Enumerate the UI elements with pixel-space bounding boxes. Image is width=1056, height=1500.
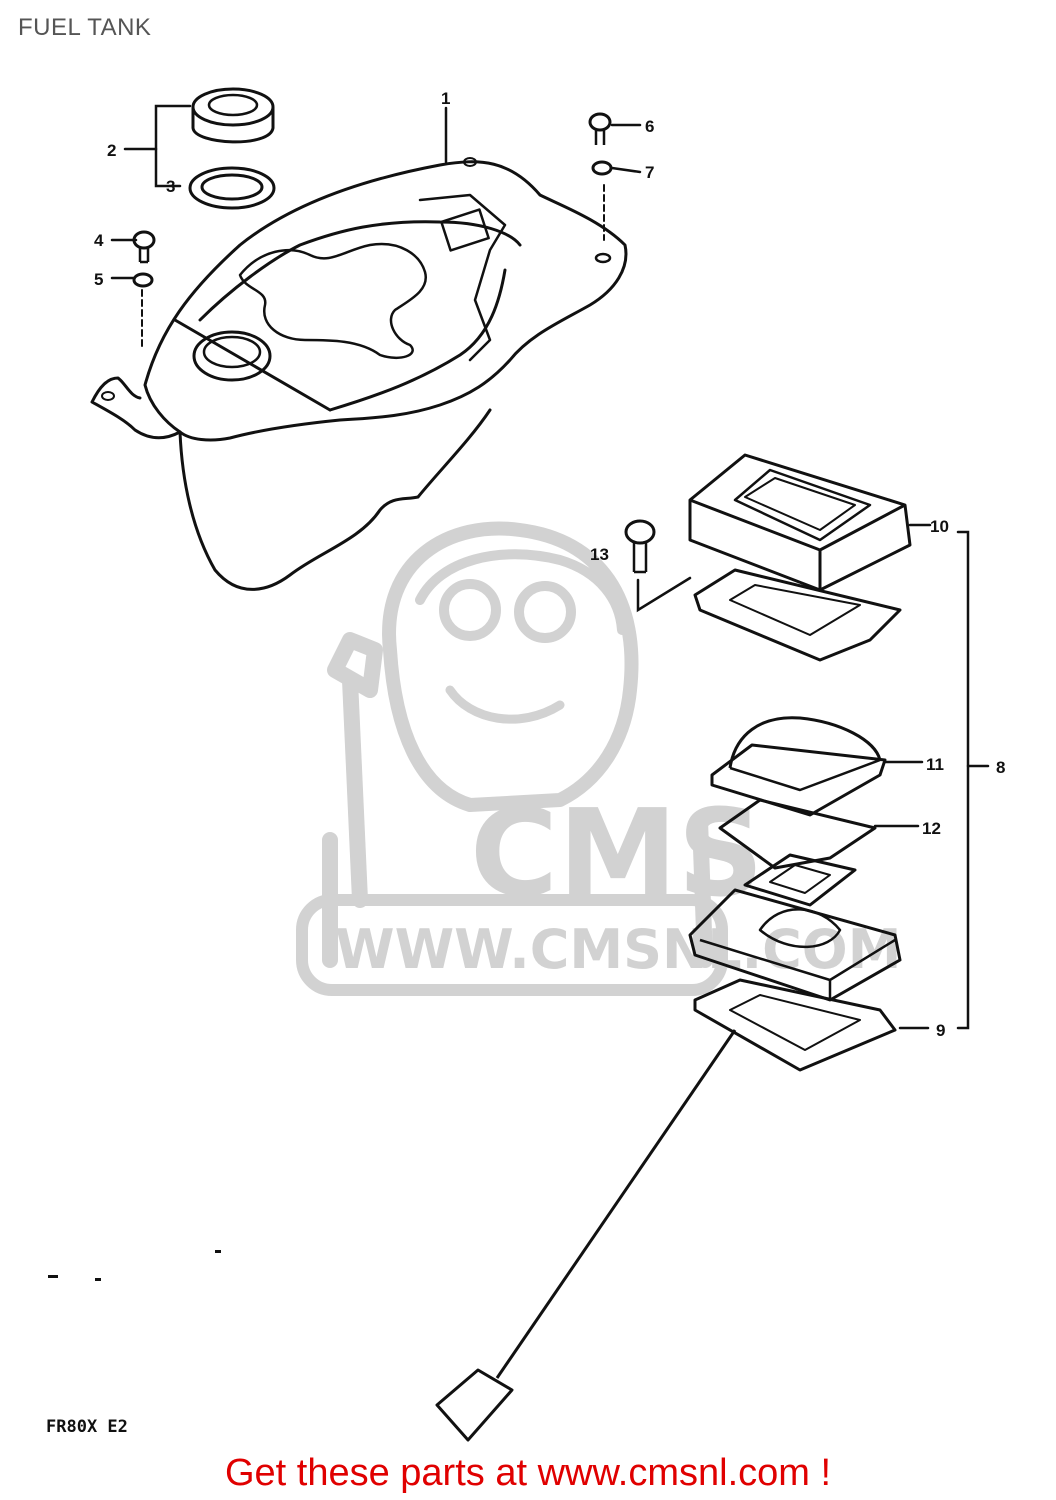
model-code: FR80X E2 <box>46 1417 128 1437</box>
sender-float-housing-11 <box>710 716 887 817</box>
watermark-face <box>445 685 565 724</box>
sender-cover-10 <box>688 453 912 592</box>
watermark: CMS WWW.CMSNL.COM <box>296 521 901 996</box>
fuel-tank <box>90 157 628 591</box>
fuel-tank-lower-body <box>178 408 492 591</box>
watermark-wrench <box>327 632 383 908</box>
cap-gasket-outer <box>188 166 276 210</box>
washer-5 <box>132 272 154 288</box>
fuel-tank-inner-contour <box>173 220 522 412</box>
part-label-12: 12 <box>922 819 941 838</box>
part-label-10: 10 <box>930 517 949 536</box>
bracket-8 <box>956 530 970 1030</box>
washer-7 <box>591 160 613 176</box>
fuel-tank-mount-hole-top <box>463 157 477 167</box>
leader-7 <box>610 166 642 174</box>
float <box>435 1368 514 1442</box>
sender-gasket-12 <box>718 798 877 870</box>
part-label-1: 1 <box>441 89 450 108</box>
fuel-tank-flange <box>90 376 182 440</box>
page-title: FUEL TANK <box>18 14 152 41</box>
fuel-tank-filler-neck <box>192 330 272 382</box>
bolt-6 <box>588 112 612 145</box>
fuel-tank-mount-hole <box>594 252 612 264</box>
sender-base <box>688 888 902 1002</box>
fuel-cap <box>191 87 275 144</box>
fuel-tank-mount-hole-rear <box>101 391 115 401</box>
bolt-4 <box>132 230 156 264</box>
part-label-9: 9 <box>936 1021 945 1040</box>
part-label-7: 7 <box>645 163 654 182</box>
leader-lines <box>110 104 990 1030</box>
fuel-tank-sender-port <box>440 208 490 252</box>
footer-link[interactable]: Get these parts at www.cmsnl.com ! <box>224 1452 832 1494</box>
part-label-8: 8 <box>996 758 1005 777</box>
part-label-2: 2 <box>107 141 116 160</box>
fuel-tank-filler-neck-inner <box>202 335 262 369</box>
screw-13 <box>624 519 656 574</box>
part-labels: 1 2 3 4 5 6 7 13 10 11 8 12 9 FR80X E2 <box>46 89 1005 1437</box>
fuel-tank-outline <box>143 160 628 442</box>
part-label-11: 11 <box>926 755 944 774</box>
watermark-goggle-left <box>439 579 501 641</box>
watermark-head-outline <box>382 521 639 812</box>
cap-gasket-inner <box>200 173 264 201</box>
specks <box>48 1250 221 1281</box>
bolt-13-axis <box>636 576 692 613</box>
watermark-goggle-right <box>514 581 576 643</box>
part-label-13: 13 <box>590 545 609 564</box>
float-arm <box>495 1029 737 1379</box>
part-label-5: 5 <box>94 270 103 289</box>
part-label-4: 4 <box>94 231 104 250</box>
sender-gasket-upper <box>693 568 902 662</box>
fuel-tank-recess <box>238 242 428 360</box>
watermark-helmet <box>415 549 627 635</box>
fuel-tank-recess-2 <box>418 193 507 362</box>
sender-gasket-9 <box>693 978 897 1072</box>
watermark-url-text: WWW.CMSNL.COM <box>335 918 901 981</box>
bracket-2-3 <box>154 104 192 188</box>
part-label-6: 6 <box>645 117 654 136</box>
part-label-3: 3 <box>166 177 175 196</box>
fuel-cap-side <box>191 107 275 144</box>
cap-gasket <box>188 166 276 210</box>
sender-plate <box>743 853 857 907</box>
watermark-plate <box>296 894 728 996</box>
watermark-logo-text: CMS <box>470 785 764 924</box>
fuel-cap-top-inner <box>207 93 259 117</box>
